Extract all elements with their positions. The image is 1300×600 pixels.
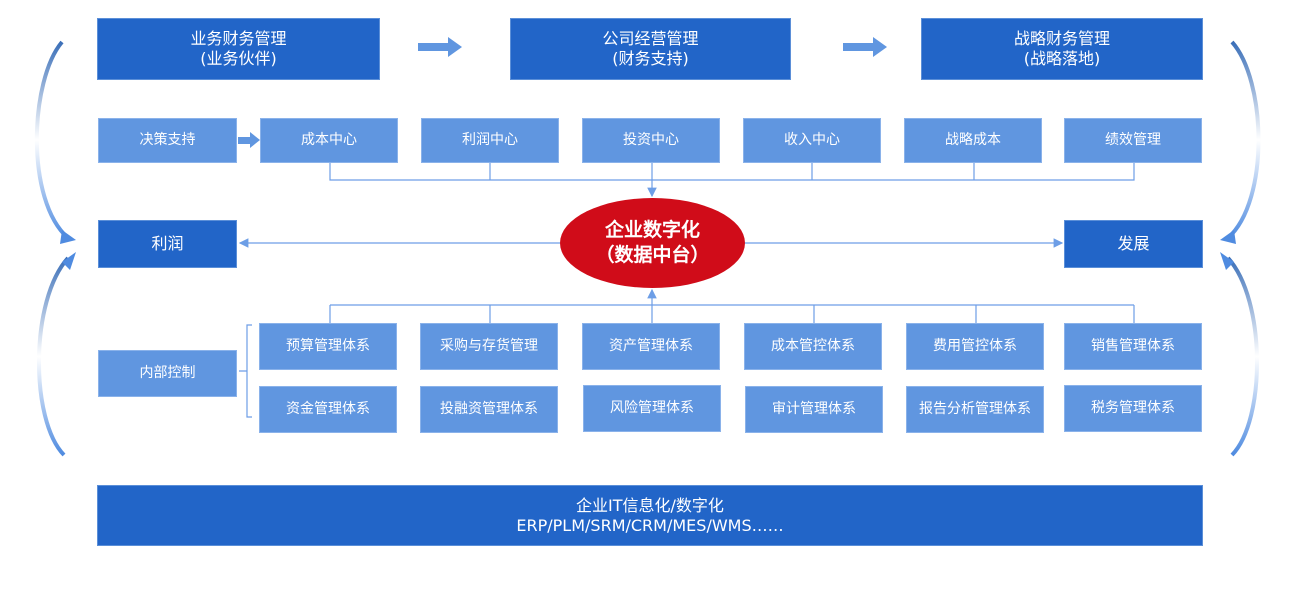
system-box: 成本管控体系 [744,323,882,370]
development-box: 发展 [1064,220,1203,268]
flow-arrow-1 [418,37,462,57]
center-box: 成本中心 [260,118,398,163]
system-box: 采购与存货管理 [420,323,558,370]
decision-arrow [238,132,260,148]
company-operation-box: 公司经营管理(财务支持) [510,18,791,80]
right-lower-curve-arrow [1226,256,1259,457]
strategic-finance-box: 战略财务管理(战略落地) [921,18,1203,80]
system-box: 审计管理体系 [745,386,883,433]
digitalization-core: 企业数字化（数据中台） [560,198,745,288]
box-title: 公司经营管理 [602,29,699,48]
right-upper-curve-arrow [1226,40,1261,240]
left-upper-curve-arrow [34,40,70,240]
internal-control-box: 内部控制 [98,350,237,397]
it-bar-systems: ERP/PLM/SRM/CRM/MES/WMS…… [516,515,784,535]
system-box: 资金管理体系 [259,386,397,433]
system-box: 预算管理体系 [259,323,397,370]
center-box: 利润中心 [421,118,559,163]
system-box: 销售管理体系 [1064,323,1202,370]
box-title: 战略财务管理 [1013,29,1110,48]
center-box: 战略成本 [904,118,1042,163]
flow-arrow-2 [843,37,887,57]
core-title: 企业数字化 [604,219,700,242]
system-box: 税务管理体系 [1064,385,1202,432]
box-title: 业务财务管理 [190,29,287,48]
decision-support-box: 决策支持 [98,118,237,163]
system-box: 资产管理体系 [582,323,720,370]
center-box: 绩效管理 [1064,118,1202,163]
center-box: 投资中心 [582,118,720,163]
box-subtitle: (财务支持) [612,49,689,68]
box-subtitle: (业务伙伴) [200,49,277,68]
upper-connector [238,163,1135,418]
system-box: 报告分析管理体系 [906,386,1044,433]
center-box: 收入中心 [743,118,881,163]
system-box: 费用管控体系 [906,323,1044,370]
box-subtitle: (战略落地) [1023,49,1101,68]
business-finance-box: 业务财务管理(业务伙伴) [97,18,380,80]
it-bar-title: 企业IT信息化/数字化 [576,495,724,515]
profit-box: 利润 [98,220,237,268]
left-lower-curve-arrow [37,256,70,457]
system-box: 投融资管理体系 [420,386,558,433]
core-subtitle: （数据中台） [595,244,710,266]
system-box: 风险管理体系 [583,385,721,432]
